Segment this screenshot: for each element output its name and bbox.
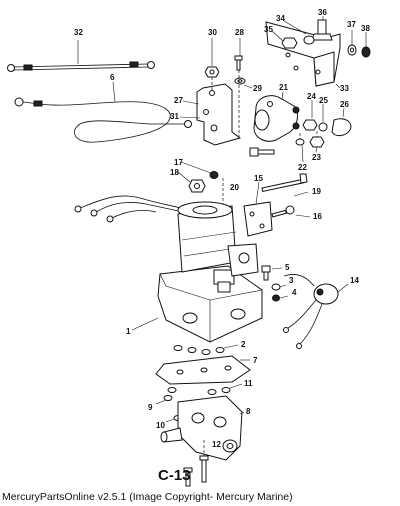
callout-10: 10 [156,421,165,430]
callouts: 32 6 30 28 29 27 31 34 36 35 37 38 33 21… [74,8,370,449]
washer-29 [234,77,246,85]
callout-29: 29 [253,84,262,93]
nut-24 [302,119,318,131]
nut-38 [361,46,371,58]
manifold-block-8 [160,395,243,461]
solenoid-bracket [196,83,242,146]
callout-36: 36 [318,8,327,17]
callout-37: 37 [347,20,356,29]
nut-4 [272,294,280,302]
callout-4: 4 [292,288,297,297]
callout-19: 19 [312,187,321,196]
callout-17: 17 [174,158,183,167]
callout-16: 16 [313,212,322,221]
o-rings-9 [163,387,177,401]
nut-35 [281,37,298,49]
callout-11: 11 [244,379,253,388]
nut-18 [188,179,206,193]
callout-9: 9 [148,403,153,412]
callout-23: 23 [312,153,321,162]
o-rings-11 [207,387,231,395]
callout-24: 24 [307,92,316,101]
callout-12: 12 [212,440,221,449]
callout-1: 1 [126,327,131,336]
callout-2: 2 [241,340,246,349]
callout-22: 22 [298,163,307,172]
nut-23 [309,136,325,148]
callout-14: 14 [350,276,359,285]
nut-30 [204,66,220,78]
bolts-12 [183,455,209,487]
pump-motor-assembly-1 [157,201,263,343]
battery-cable-short [7,61,155,72]
diagram-page-label: C-13 [158,467,191,484]
clamp-plate-15 [243,201,273,237]
callout-5: 5 [285,263,290,272]
o-rings-2 [173,345,225,355]
callout-32: 32 [74,28,83,37]
washer-37 [347,44,357,56]
callout-26: 26 [340,100,349,109]
callout-28: 28 [235,28,244,37]
boot-26 [331,118,352,137]
nut-17 [209,171,219,179]
callout-7: 7 [253,356,258,365]
callout-18: 18 [170,168,179,177]
callout-6: 6 [110,73,115,82]
callout-30: 30 [208,28,217,37]
motor-cable-long [14,97,192,143]
bolt-28 [234,55,243,71]
callout-15: 15 [254,174,263,183]
mounting-bracket-33 [265,21,341,87]
motor-harness [74,195,191,223]
callout-20: 20 [230,183,239,192]
screw-16 [271,205,295,218]
callout-38: 38 [361,24,370,33]
long-bolt-19 [261,173,308,193]
callout-33: 33 [340,84,349,93]
callout-34: 34 [276,14,285,23]
gasket-plate-7 [155,355,251,385]
image-caption: MercuryPartsOnline v2.5.1 (Image Copyrig… [2,491,293,503]
washer-22 [295,138,305,146]
callout-27: 27 [174,96,183,105]
callout-8: 8 [246,407,251,416]
callout-31: 31 [170,112,179,121]
bolt-36 [311,19,333,41]
bolt-bracket [249,147,275,157]
pressure-switch-14 [283,274,339,349]
washer-3 [271,283,281,291]
callout-35: 35 [264,25,273,34]
solenoid-21 [253,95,300,142]
screw-5 [261,265,271,281]
washer-34 [303,35,315,45]
washer-25 [318,122,328,132]
callout-3: 3 [289,276,294,285]
callout-25: 25 [319,96,328,105]
callout-21: 21 [279,83,288,92]
